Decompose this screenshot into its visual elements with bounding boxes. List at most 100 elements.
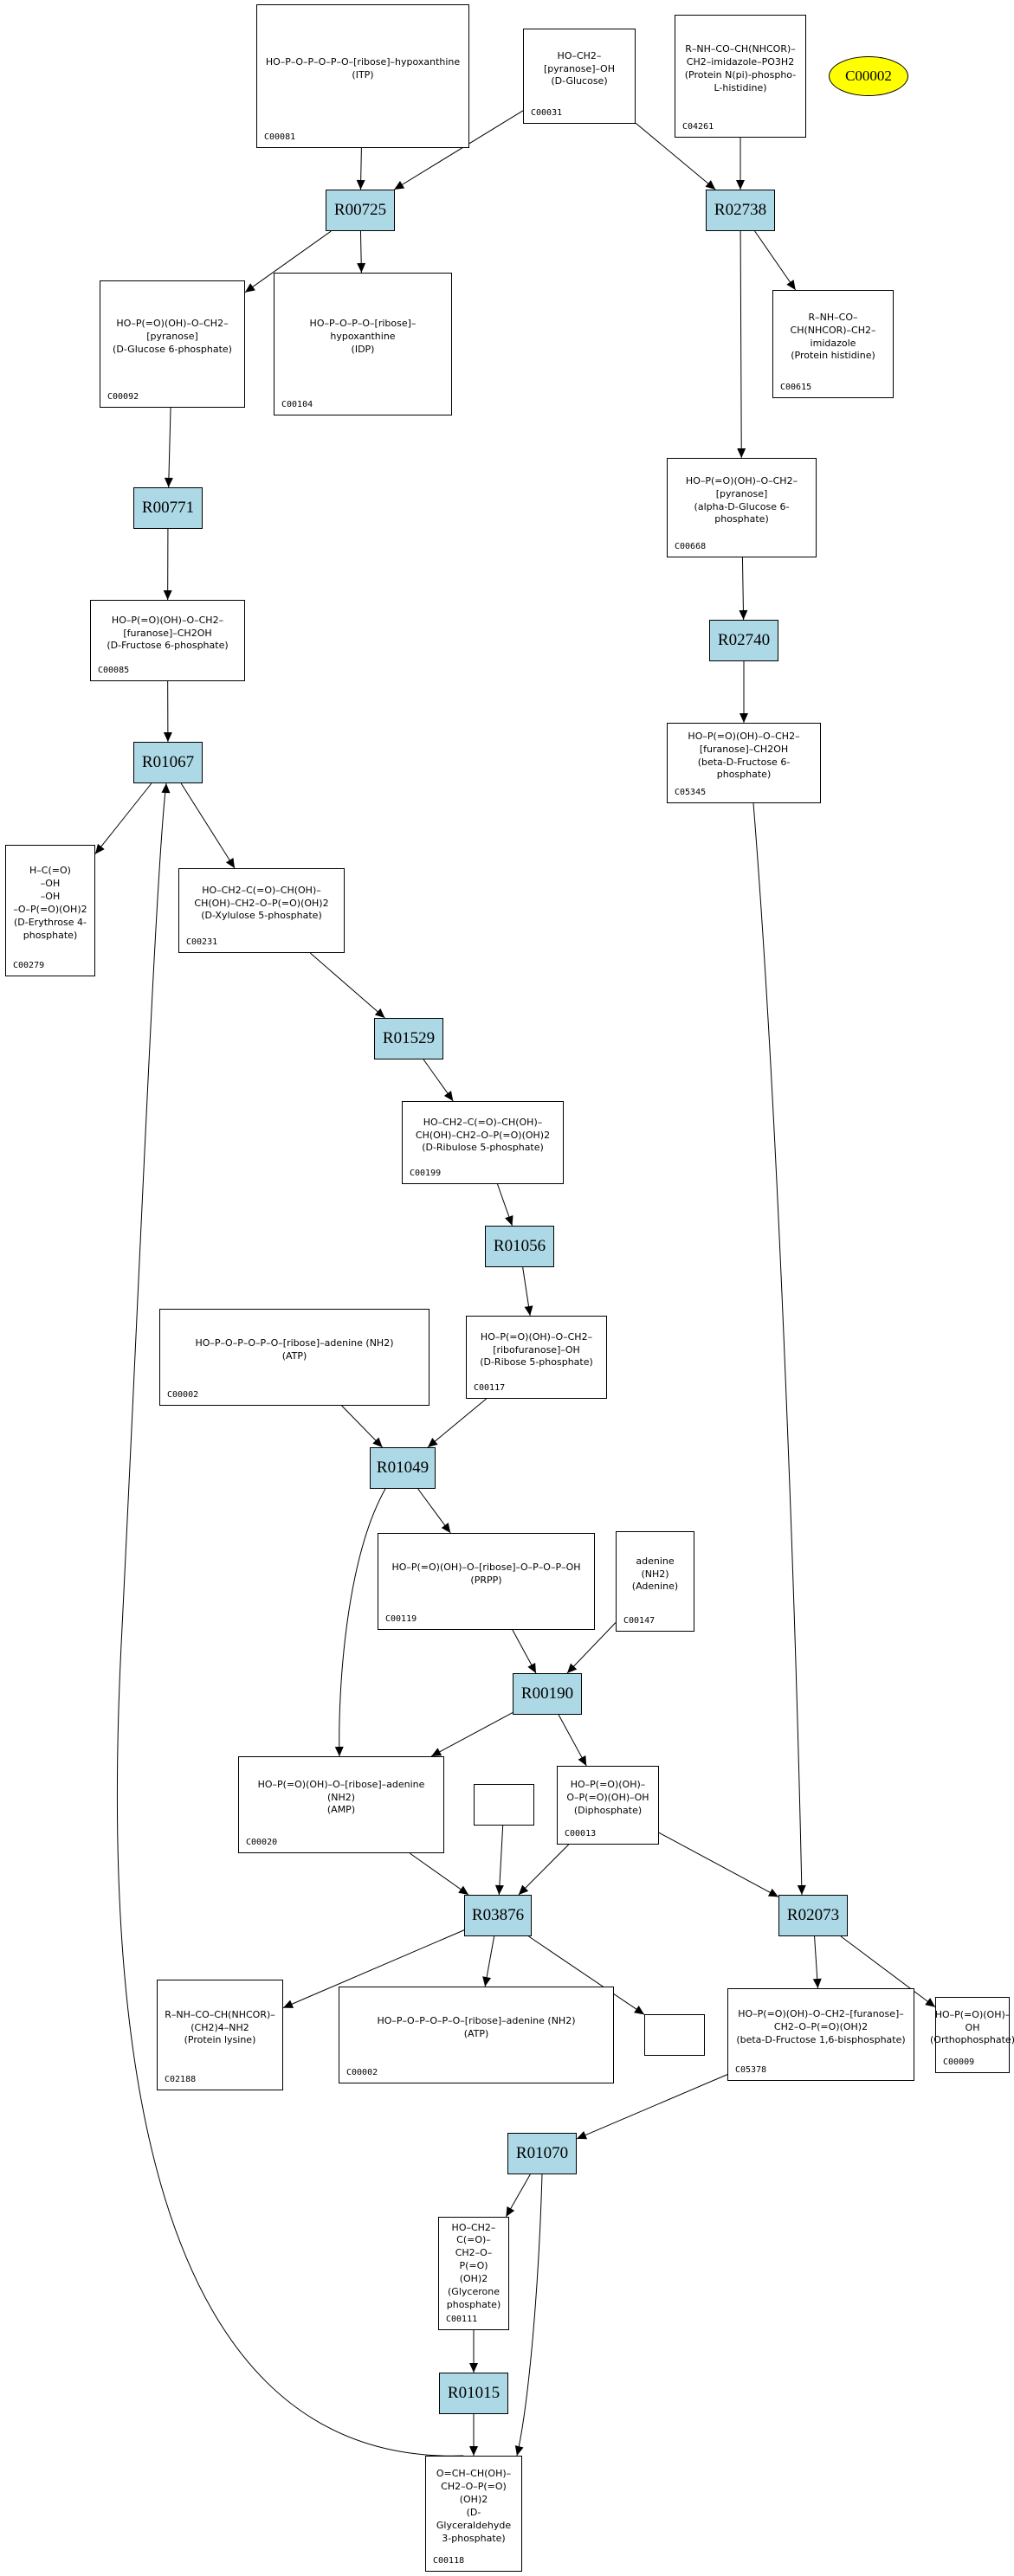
edge-line — [341, 1405, 383, 1448]
edge-line — [754, 230, 797, 291]
reaction-node-r01070[interactable]: R01070 — [507, 2133, 577, 2174]
arrowhead — [163, 589, 172, 600]
arrowhead — [566, 1663, 578, 1673]
compound-node-c00031[interactable]: HO–CH2–[pyranose]–OH (D-Glucose)C00031 — [523, 29, 636, 124]
compound-id-label: C05378 — [735, 2065, 767, 2075]
arrowhead — [514, 2445, 524, 2456]
compound-node-c00279[interactable]: H–C(=O) –OH –OH –O–P(=O)(OH)2 (D-Erythro… — [5, 845, 95, 976]
edge-r02738-to-c00615 — [754, 230, 797, 291]
arrowhead — [736, 180, 745, 190]
structure-drawing: HO–P(=O)(OH)–O–CH2–[furanose]–CH2OH (bet… — [688, 730, 800, 781]
compound-node-c00111[interactable]: HO–CH2–C(=O)–CH2–O–P(=O)(OH)2 (Glycerone… — [438, 2217, 509, 2330]
arrowhead — [705, 180, 716, 190]
structure-drawing: O=CH–CH(OH)–CH2–O–P(=O)(OH)2 (D-Glyceral… — [436, 2468, 512, 2544]
compound-id-label: C00668 — [675, 542, 707, 551]
edge-line — [423, 1059, 454, 1102]
reaction-node-r03876[interactable]: R03876 — [464, 1895, 532, 1936]
arrowhead — [427, 1438, 438, 1447]
compound-id-label: C00199 — [410, 1169, 442, 1178]
edge-c00013-to-r03876 — [518, 1844, 570, 1896]
reaction-node-r00725[interactable]: R00725 — [326, 190, 395, 231]
compound-node-c00199[interactable]: HO–CH2–C(=O)–CH(OH)–CH(OH)–CH2–O–P(=O)(O… — [402, 1101, 564, 1184]
highlight-node-c00002[interactable]: C00002 — [829, 56, 908, 96]
edge-c05345-to-r02073 — [752, 802, 806, 1896]
arrowhead — [737, 448, 746, 458]
edge-c05378-to-r01070 — [576, 2074, 728, 2140]
edge-c00020-to-r03876 — [409, 1852, 469, 1896]
edge-r01070-to-c00118 — [514, 2174, 543, 2457]
structure-drawing: HO–CH2–C(=O)–CH2–O–P(=O)(OH)2 (Glycerone… — [446, 2221, 501, 2310]
edge-line — [522, 1266, 531, 1317]
blank-input-R03876[interactable] — [474, 1784, 534, 1826]
edge-r01067-to-c00279 — [94, 782, 152, 854]
reaction-node-r01056[interactable]: R01056 — [485, 1226, 554, 1267]
edge-line — [497, 1183, 513, 1227]
compound-node-c00231[interactable]: HO–CH2–C(=O)–CH(OH)–CH(OH)–CH2–O–P(=O)(O… — [178, 868, 345, 953]
reaction-node-r02073[interactable]: R02073 — [778, 1895, 848, 1936]
arrowhead — [161, 783, 171, 794]
arrowhead — [356, 179, 365, 190]
arrowhead — [739, 609, 748, 620]
edge-line — [658, 1832, 779, 1897]
reaction-node-r01015[interactable]: R01015 — [439, 2373, 508, 2414]
compound-node-c02188[interactable]: R–NH–CO–CH(NHCOR)–(CH2)4–NH2 (Protein ly… — [157, 1980, 283, 2090]
compound-node-c00118[interactable]: O=CH–CH(OH)–CH2–O–P(=O)(OH)2 (D-Glyceral… — [425, 2456, 522, 2572]
compound-id-label: C00231 — [186, 937, 218, 947]
compound-node-c04261[interactable]: R–NH–CO–CH(NHCOR)–CH2–imidazole–PO3H2 (P… — [675, 15, 806, 138]
compound-node-c00104[interactable]: HO–P–O–P–O–[ribose]–hypoxanthine (IDP)C0… — [274, 273, 452, 415]
compound-node-c00002a[interactable]: HO–P–O–P–O–P–O–[ribose]–adenine (NH2) (A… — [159, 1309, 429, 1406]
compound-node-c00119[interactable]: HO–P(=O)(OH)–O–[ribose]–O–P–O–P–OH (PRPP… — [378, 1533, 595, 1630]
reaction-node-r00190[interactable]: R00190 — [513, 1673, 582, 1715]
compound-node-c05378[interactable]: HO–P(=O)(OH)–O–CH2–[furanose]–CH2–O–P(=O… — [727, 1988, 914, 2081]
structure-drawing: R–NH–CO–CH(NHCOR)–CH2–imidazole–PO3H2 (P… — [684, 43, 797, 93]
compound-id-label: C00092 — [107, 392, 139, 402]
compound-id-label: C00009 — [943, 2058, 975, 2067]
structure-drawing: R–NH–CO–CH(NHCOR)–(CH2)4–NH2 (Protein ly… — [165, 2008, 275, 2046]
edge-line — [512, 1629, 537, 1674]
structure-drawing: HO–P–O–P–O–P–O–[ribose]–adenine (NH2) (A… — [377, 2015, 576, 2039]
compound-node-c00013[interactable]: HO–P(=O)(OH)–O–P(=O)(OH)–OH (Diphosphate… — [557, 1766, 659, 1845]
edge-r03876-to-c00002b — [482, 1935, 495, 1987]
arrowhead — [786, 280, 796, 290]
arrowhead — [494, 1884, 504, 1895]
reaction-node-r01529[interactable]: R01529 — [374, 1018, 443, 1059]
edge-r01070-to-c00111 — [505, 2174, 531, 2218]
compound-node-c00147[interactable]: adenine (NH2) (Adenine)C00147 — [616, 1531, 694, 1632]
reaction-node-r01049[interactable]: R01049 — [370, 1447, 436, 1489]
structure-drawing: HO–CH2–C(=O)–CH(OH)–CH(OH)–CH2–O–P(=O)(O… — [415, 1116, 551, 1154]
blank-output-R03876[interactable] — [644, 2014, 705, 2056]
edge-line — [741, 557, 745, 621]
edge-r01049-to-c00119 — [417, 1488, 451, 1534]
edge-line — [359, 147, 362, 190]
compound-id-label: C00020 — [246, 1838, 278, 1847]
reaction-node-r02738[interactable]: R02738 — [706, 190, 775, 231]
compound-node-c00117[interactable]: HO–P(=O)(OH)–O–CH2–[ribofuranose]–OH (D-… — [466, 1316, 607, 1399]
compound-node-c00020[interactable]: HO–P(=O)(OH)–O–[ribose]–adenine (NH2) (A… — [238, 1756, 444, 1853]
reaction-node-r00771[interactable]: R00771 — [133, 487, 203, 529]
arrowhead — [374, 1008, 385, 1018]
edge-line — [498, 1825, 504, 1896]
compound-node-c00009[interactable]: HO–P(=O)(OH)–OH (Orthophosphate)C00009 — [930, 1997, 1014, 2073]
compound-id-label: C02188 — [165, 2075, 197, 2084]
compound-node-c00092[interactable]: HO–P(=O)(OH)–O–CH2–[pyranose] (D-Glucose… — [100, 280, 245, 408]
reaction-node-r01067[interactable]: R01067 — [133, 742, 203, 783]
reaction-node-r02740[interactable]: R02740 — [709, 620, 778, 661]
arrowhead — [164, 477, 173, 487]
structure-drawing: adenine (NH2) (Adenine) — [631, 1555, 679, 1593]
compound-id-label: C00119 — [385, 1614, 417, 1624]
arrowhead — [225, 858, 236, 868]
edge-c00111-to-r01015 — [469, 2330, 478, 2373]
arrowhead — [797, 1884, 806, 1895]
arrowhead — [357, 262, 366, 273]
compound-node-c00615[interactable]: R–NH–CO–CH(NHCOR)–CH2–imidazole (Protein… — [772, 290, 894, 398]
arrowhead — [578, 1755, 587, 1766]
compound-node-c00668[interactable]: HO–P(=O)(OH)–O–CH2–[pyranose] (alpha-D-G… — [667, 458, 817, 557]
compound-node-c05345[interactable]: HO–P(=O)(OH)–O–CH2–[furanose]–CH2OH (bet… — [667, 723, 821, 803]
compound-node-c00002b[interactable]: HO–P–O–P–O–P–O–[ribose]–adenine (NH2) (A… — [339, 1987, 614, 2083]
edge-line — [309, 952, 385, 1019]
compound-id-label: C00118 — [433, 2556, 465, 2566]
arrowhead — [163, 731, 172, 742]
compound-node-c00081[interactable]: HO–P–O–P–O–P–O–[ribose]–hypoxanthine (IT… — [256, 4, 469, 148]
compound-node-c00085[interactable]: HO–P(=O)(OH)–O–CH2–[furanose]–CH2OH (D-F… — [90, 600, 245, 681]
